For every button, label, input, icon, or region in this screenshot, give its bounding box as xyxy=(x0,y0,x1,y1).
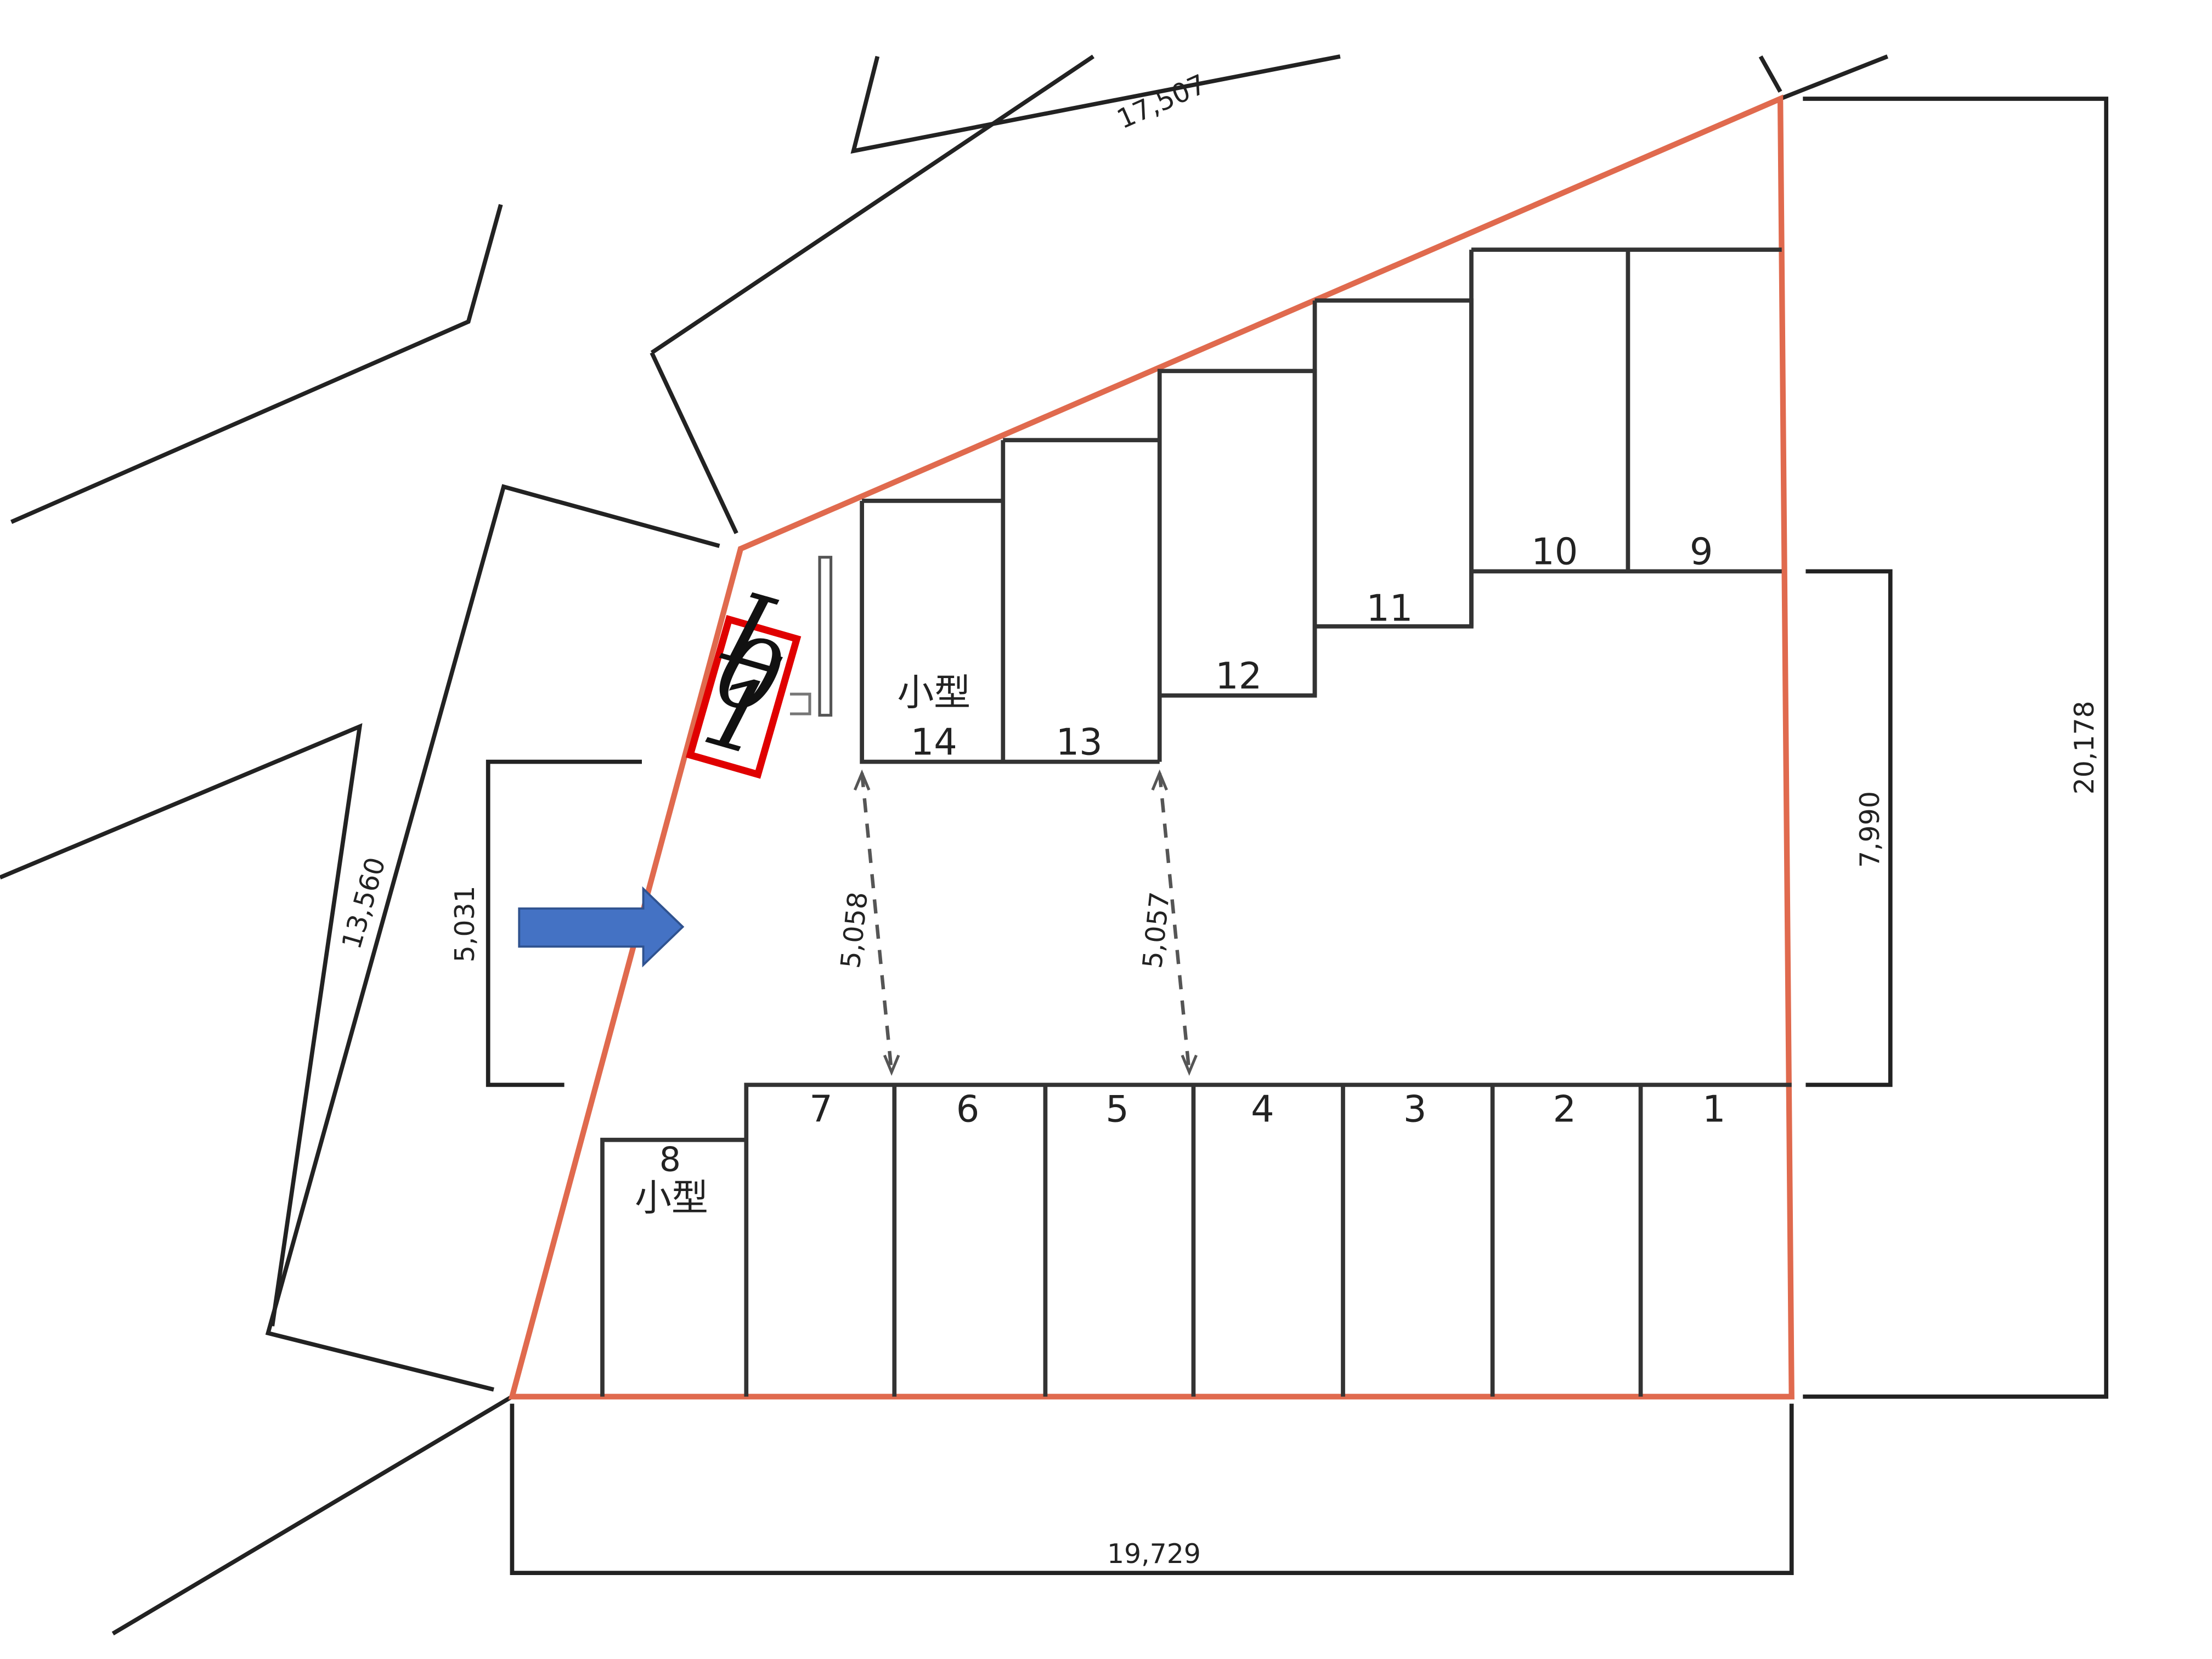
stall-number-9: 9 xyxy=(1690,531,1713,573)
dim-bottom-edge: 19,729 xyxy=(1107,1538,1201,1570)
stall-number-3: 3 xyxy=(1403,1087,1427,1130)
stall-labels: 1 2 3 4 5 6 7 8 小型 9 10 11 12 13 14 小型 xyxy=(635,531,1725,1220)
small-car-label-14: 小型 xyxy=(897,672,970,714)
stall-number-13: 13 xyxy=(1056,721,1103,764)
road-lines xyxy=(0,54,1888,1636)
stall-number-4: 4 xyxy=(1251,1087,1274,1130)
small-car-label-8: 小型 xyxy=(635,1176,708,1219)
dim-aisle-right: 5,057 xyxy=(1137,890,1176,970)
stall-number-2: 2 xyxy=(1553,1087,1576,1130)
bollard-icon xyxy=(818,556,833,717)
entrance-arrow-icon xyxy=(518,886,685,968)
stall-number-5: 5 xyxy=(1105,1087,1129,1130)
stall-number-8: 8 xyxy=(659,1139,681,1179)
aisle-dimensions xyxy=(853,769,1198,1076)
wheel-stop-icon xyxy=(790,692,811,715)
stall-number-14: 14 xyxy=(911,721,957,764)
stall-number-1: 1 xyxy=(1702,1087,1726,1130)
dim-top-edge: 17,507 xyxy=(1113,69,1211,136)
dim-right-total: 20,178 xyxy=(2069,701,2100,794)
stall-number-6: 6 xyxy=(956,1087,980,1130)
stall-number-12: 12 xyxy=(1215,654,1262,697)
stall-number-10: 10 xyxy=(1531,531,1578,573)
dim-right-lower: 7,990 xyxy=(1854,791,1886,868)
dim-entrance: 5,031 xyxy=(449,885,481,962)
top-stalls xyxy=(860,247,1782,764)
dim-left-edge: 13,560 xyxy=(336,854,392,952)
dimension-lines xyxy=(486,97,2109,1575)
stall-number-7: 7 xyxy=(809,1087,833,1130)
bottom-stalls xyxy=(600,1082,1792,1397)
stall-number-11: 11 xyxy=(1366,586,1413,629)
lot-boundary xyxy=(508,94,1795,1400)
dim-aisle-left: 5,058 xyxy=(835,890,874,970)
